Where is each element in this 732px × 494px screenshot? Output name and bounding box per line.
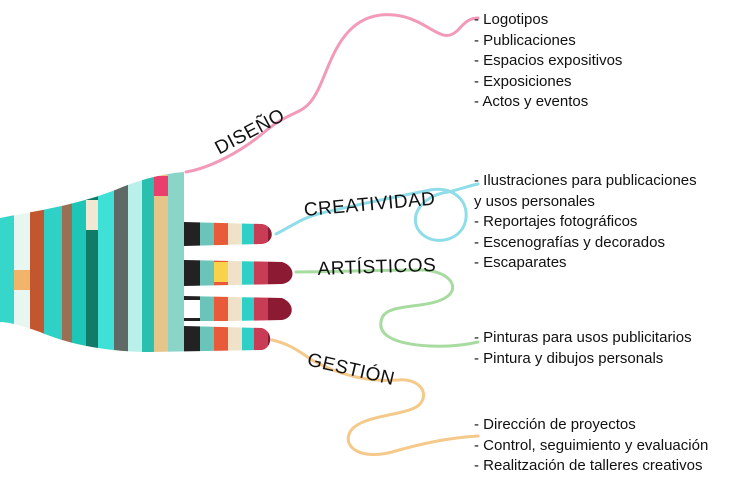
list-item: Actos y eventos: [474, 92, 622, 113]
artisticos-items-list: Pinturas para usos publicitarios Pintura…: [474, 328, 692, 370]
list-item: Realitzación de talleres creativos: [474, 456, 708, 477]
list-item: Ilustraciones para publicaciones: [474, 171, 696, 192]
creatividad-items-list: Ilustraciones para publicaciones y usos …: [474, 171, 697, 274]
creatividad-connector-line: [274, 182, 480, 242]
gestion-connector-line: [270, 338, 480, 457]
gestion-items-list: Dirección de proyectos Control, seguimie…: [474, 415, 708, 477]
list-item: Dirección de proyectos: [474, 415, 708, 436]
list-item: Reportajes fotográficos: [474, 212, 697, 233]
list-item: Espacios expositivos: [474, 51, 622, 72]
list-item: Control, seguimiento y evaluación: [474, 436, 708, 457]
list-item: Escenografías y decorados: [474, 233, 697, 254]
category-label-artisticos: ARTÍSTICOS: [317, 254, 437, 281]
list-item: Publicaciones: [474, 31, 622, 52]
list-item: Pintura y dibujos personals: [474, 349, 692, 370]
list-item: Escaparates: [474, 253, 697, 274]
list-item: Pinturas para usos publicitarios: [474, 328, 691, 349]
diseno-connector-line: [184, 13, 480, 174]
finger-gaps: [184, 246, 304, 326]
diseno-items-list: Logotipos Publicaciones Espacios exposit…: [474, 10, 622, 113]
list-item-continuation: y usos personales: [474, 192, 595, 210]
list-item: Exposiciones: [474, 72, 622, 93]
artisticos-connector-line: [294, 268, 480, 348]
list-item: Logotipos: [474, 10, 622, 31]
